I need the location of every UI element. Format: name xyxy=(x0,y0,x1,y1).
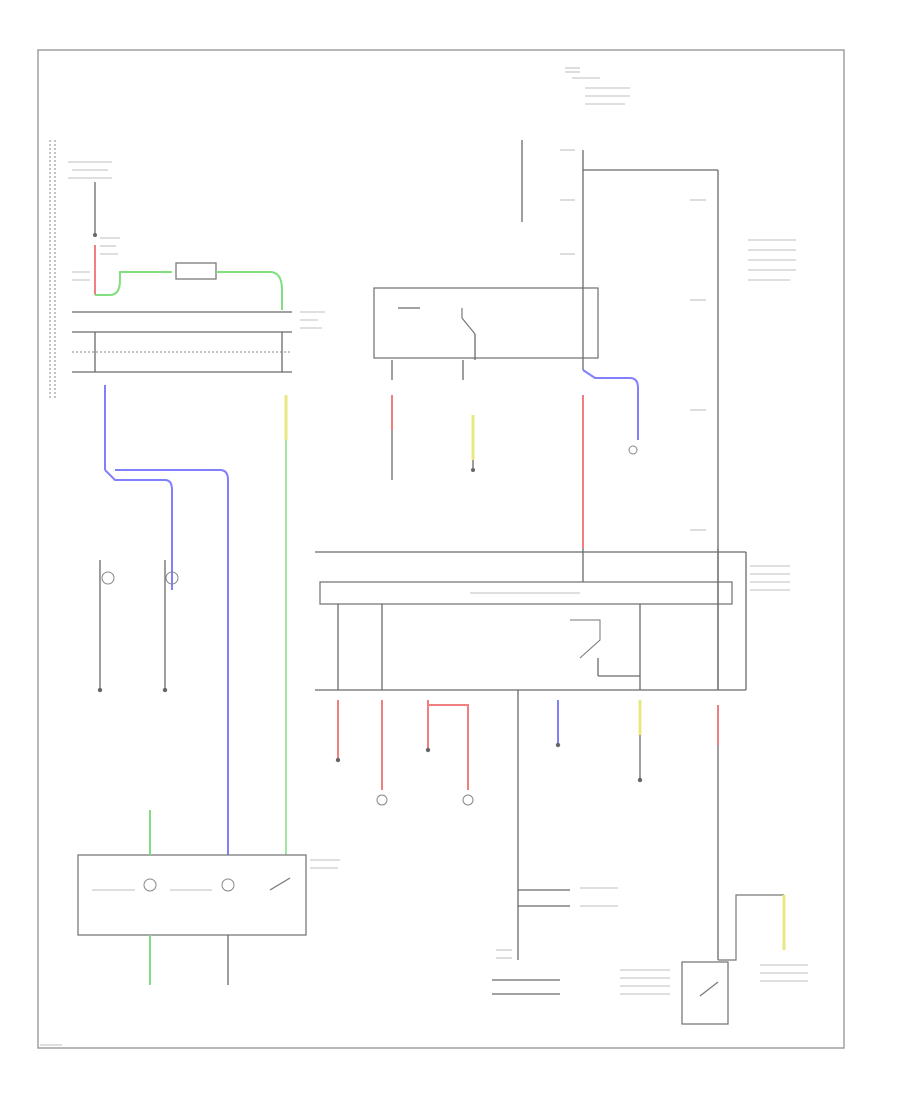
power-mirror-switch-block xyxy=(373,67,796,690)
lamp-symbol-left xyxy=(101,571,179,585)
combination-switch-block xyxy=(77,810,340,985)
green-inline-component xyxy=(175,262,217,280)
control-unit xyxy=(315,548,790,691)
ground-points xyxy=(335,742,643,806)
top-right-labels xyxy=(560,67,796,531)
ground-point xyxy=(162,687,168,693)
ground-point xyxy=(97,687,103,693)
diagram-frame xyxy=(37,49,845,1049)
right-switch-label xyxy=(300,311,325,329)
combination-switch-labels xyxy=(92,859,340,891)
terminal xyxy=(93,233,97,237)
control-unit-labels xyxy=(470,565,790,594)
small-labels xyxy=(72,237,120,281)
bottom-center-connector xyxy=(492,887,618,995)
left-switch-section xyxy=(49,140,325,855)
bottom-right-switch xyxy=(620,894,808,1025)
bottom-right-labels xyxy=(620,964,808,995)
lower-wires xyxy=(335,690,719,960)
top-left-label xyxy=(68,161,112,179)
ground-point xyxy=(471,468,475,472)
connector-labels xyxy=(496,887,618,959)
